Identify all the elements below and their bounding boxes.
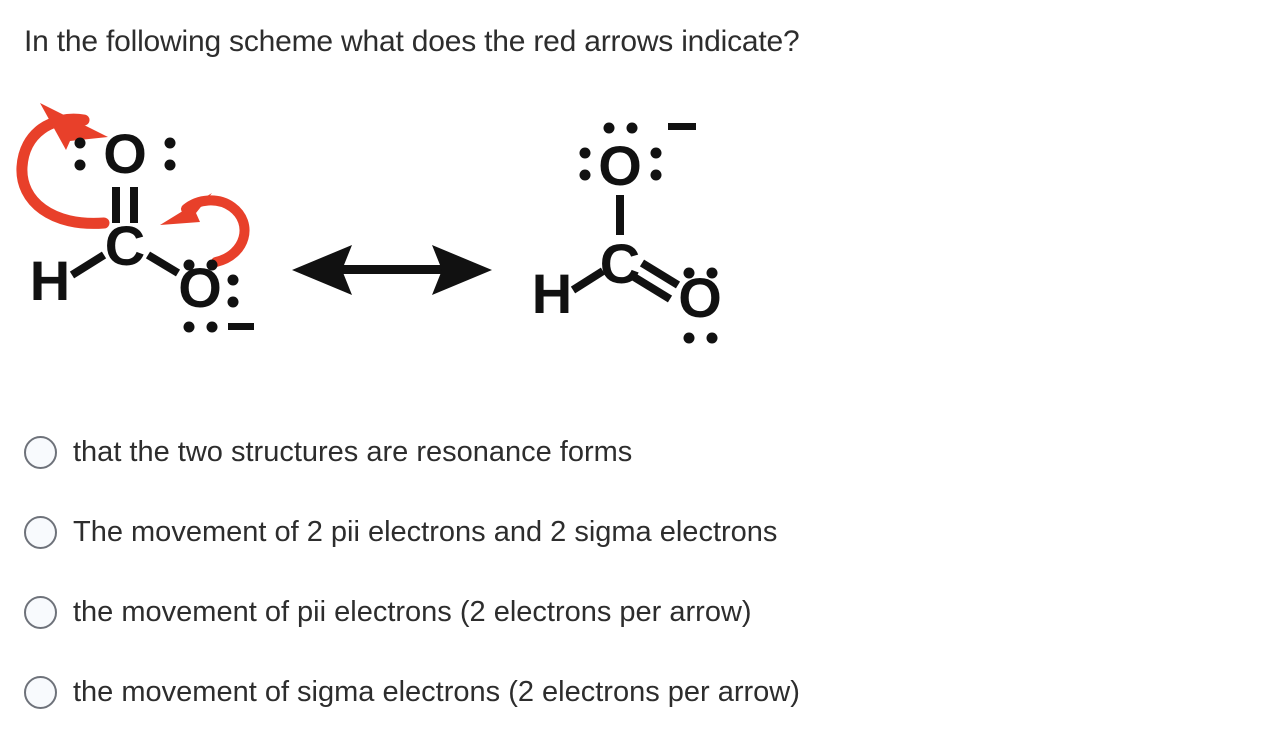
page-title: In the following scheme what does the re…	[24, 25, 800, 58]
lone-pair-dot	[183, 321, 195, 333]
answer-option-4[interactable]: the movement of sigma electrons (2 elect…	[24, 652, 1224, 732]
hydrogen-atom: H	[532, 262, 572, 325]
radio-button-option-3[interactable]	[24, 595, 57, 629]
oxygen-atom-top: O	[103, 122, 147, 185]
negative-charge-sign	[668, 123, 696, 130]
carbon-oxygen-single-bond	[145, 251, 181, 277]
lone-pair-dot	[206, 259, 218, 271]
lone-pair-dot	[603, 122, 615, 134]
answer-option-1[interactable]: that the two structures are resonance fo…	[24, 412, 1224, 492]
answer-options-list: that the two structures are resonance fo…	[24, 412, 1224, 732]
lone-pair-dot	[626, 122, 638, 134]
lone-pair-dot	[74, 159, 86, 171]
radio-button-option-1[interactable]	[24, 435, 57, 469]
radio-button-option-4[interactable]	[24, 675, 57, 709]
left-structure: O C H O	[16, 103, 254, 333]
lone-pair-dot	[579, 169, 591, 181]
hydrogen-carbon-bond	[570, 267, 606, 294]
answer-option-1-label: that the two structures are resonance fo…	[73, 436, 633, 468]
lone-pair-dot	[683, 267, 695, 279]
negative-charge-sign	[228, 323, 254, 330]
lone-pair-dot	[683, 332, 695, 344]
lone-pair-dot	[650, 147, 662, 159]
answer-option-4-label: the movement of sigma electrons (2 elect…	[73, 676, 800, 708]
radio-button-option-2[interactable]	[24, 515, 57, 549]
carbon-atom: C	[600, 232, 640, 295]
pi-bond-to-oxygen-arrow	[16, 103, 110, 229]
answer-option-2-label: The movement of 2 pii electrons and 2 si…	[73, 516, 778, 548]
lone-pair-dot	[650, 169, 662, 181]
lone-pair-dot	[227, 274, 239, 286]
right-structure: O C H O	[532, 122, 722, 344]
resonance-double-headed-arrow	[292, 245, 492, 295]
answer-option-3-label: the movement of pii electrons (2 electro…	[73, 596, 752, 628]
lone-pair-dot	[164, 159, 176, 171]
oxygen-atom-top: O	[598, 134, 642, 197]
lone-pair-dot	[227, 296, 239, 308]
answer-option-2[interactable]: The movement of 2 pii electrons and 2 si…	[24, 492, 1224, 572]
hydrogen-atom: H	[30, 249, 70, 312]
lone-pair-dot	[183, 259, 195, 271]
lone-pair-dot	[164, 137, 176, 149]
carbon-oxygen-double-bond	[631, 259, 681, 303]
lone-pair-dot	[706, 267, 718, 279]
lone-pair-dot	[579, 147, 591, 159]
lone-pair-dot	[706, 332, 718, 344]
reaction-scheme: O C H O	[0, 95, 800, 365]
lone-pair-to-carbon-arrow	[160, 193, 250, 267]
lone-pair-dot	[74, 137, 86, 149]
hydrogen-carbon-bond	[69, 251, 107, 279]
carbon-oxygen-double-bond	[112, 187, 138, 223]
lone-pair-dot	[206, 321, 218, 333]
answer-option-3[interactable]: the movement of pii electrons (2 electro…	[24, 572, 1224, 652]
carbon-atom: C	[105, 214, 145, 277]
